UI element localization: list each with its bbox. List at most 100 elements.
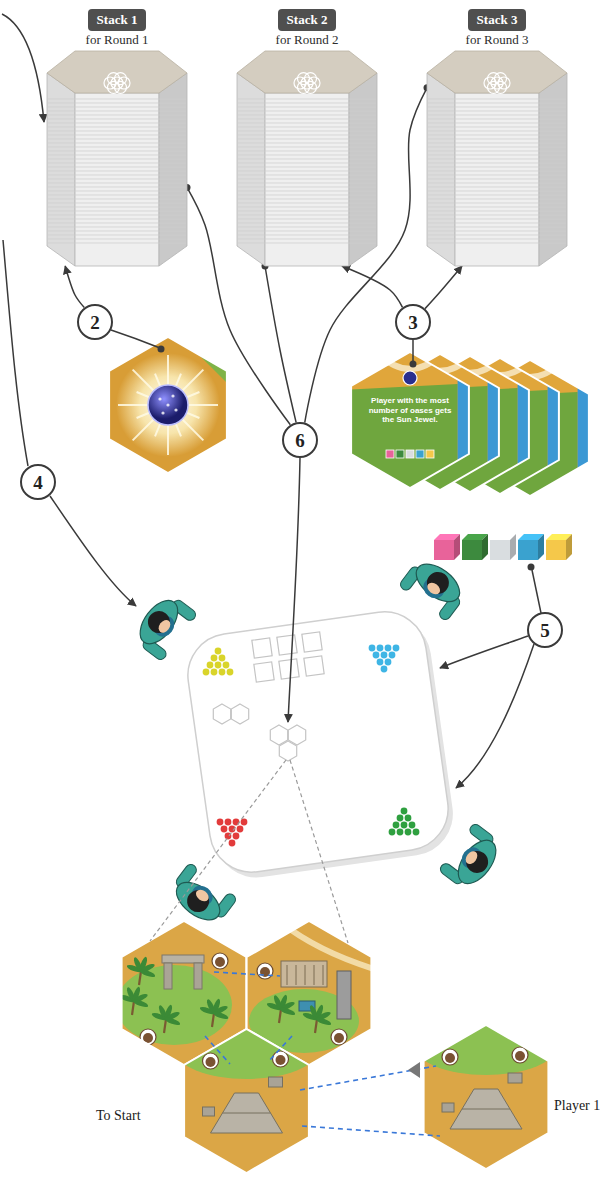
leader-dot <box>158 346 165 353</box>
rock <box>203 1107 215 1116</box>
portrait-frame <box>257 963 273 979</box>
tile-space <box>231 704 248 724</box>
leader-lines <box>2 14 541 788</box>
stack-stripe <box>428 191 566 192</box>
stack-stripe <box>48 135 186 136</box>
card-space <box>277 635 297 655</box>
callout-number-text: 2 <box>90 313 100 332</box>
player-cube <box>546 534 572 560</box>
stack-face <box>349 73 377 266</box>
pawn <box>389 829 396 836</box>
rock <box>269 1077 283 1087</box>
pawn <box>405 829 412 836</box>
rock <box>442 1103 454 1112</box>
palm-tree <box>151 1004 181 1033</box>
callout-number-text: 3 <box>408 313 418 332</box>
mini-cube <box>396 450 404 458</box>
match-line <box>268 1036 292 1062</box>
flower-mark <box>488 73 500 85</box>
pyramid <box>211 1093 283 1133</box>
stack-stripe <box>48 143 186 144</box>
stack-face <box>427 73 455 266</box>
leader-line <box>456 644 534 788</box>
pawn <box>393 822 400 829</box>
pawn <box>241 819 248 826</box>
stack-stripe <box>48 195 186 196</box>
callout-number: 6 <box>282 422 318 458</box>
leader-dot <box>528 564 535 571</box>
stack-stripe <box>48 231 186 232</box>
player-cube <box>518 534 544 560</box>
palm-trunk <box>139 971 141 985</box>
stack-stripe <box>48 103 186 104</box>
mini-cube <box>386 450 394 458</box>
stack-stripe <box>428 227 566 228</box>
jewel-icon <box>403 371 417 385</box>
cube-side <box>510 534 516 560</box>
leader-connector <box>425 266 462 309</box>
stack-stripe <box>48 127 186 128</box>
player-hair <box>462 847 493 878</box>
stack-stripe <box>428 171 566 172</box>
tile-spaces <box>213 704 305 761</box>
stack-stripe <box>48 235 186 236</box>
stack-stripe <box>238 183 376 184</box>
pawn <box>385 645 392 652</box>
pawn <box>381 666 388 673</box>
stack-top <box>47 51 187 93</box>
stack-stripe <box>238 159 376 160</box>
stack-stripe <box>428 143 566 144</box>
stack-stripe <box>48 183 186 184</box>
tile-edge <box>184 1029 309 1173</box>
pawn-set <box>389 808 420 836</box>
stack-stripe <box>428 231 566 232</box>
stack-stripe <box>48 187 186 188</box>
player-face <box>156 618 172 635</box>
pawn <box>229 840 236 847</box>
jewel <box>148 385 188 425</box>
temple <box>281 961 327 987</box>
water-strip <box>548 358 609 494</box>
pawn <box>227 669 234 676</box>
stack-top <box>237 51 377 93</box>
temple-column <box>323 965 324 985</box>
jewel-sparkle <box>171 394 174 397</box>
stack-stripe <box>48 179 186 180</box>
temple-column <box>287 965 288 985</box>
pyramid <box>450 1089 522 1129</box>
portrait-frame <box>273 1051 289 1067</box>
pawn <box>233 833 240 840</box>
stack-stripe <box>238 151 376 152</box>
stack-stripe <box>428 211 566 212</box>
sun-jewel-tile <box>109 332 241 473</box>
seated-player <box>438 822 506 894</box>
stack-stripe <box>238 195 376 196</box>
callout-number: 3 <box>395 304 431 340</box>
jewel-sparkle <box>158 397 161 400</box>
pawn <box>233 819 240 826</box>
stack-stripe <box>48 123 186 124</box>
pawn <box>225 819 232 826</box>
pawn <box>203 669 210 676</box>
tile-space <box>279 741 296 761</box>
stack-stripe <box>238 231 376 232</box>
stack-stripe <box>238 155 376 156</box>
temple-column <box>296 965 297 985</box>
jewel-sparkle <box>161 411 164 414</box>
stack-face <box>159 73 187 266</box>
stack-stripe <box>48 147 186 148</box>
stack-stripe <box>428 199 566 200</box>
cube-front <box>490 540 510 560</box>
tile-edge <box>351 352 469 488</box>
stack-stripe <box>238 243 376 244</box>
match-line <box>302 1126 440 1136</box>
stack-stripe <box>238 119 376 120</box>
stack-stripe <box>238 175 376 176</box>
pawn <box>381 652 388 659</box>
palm-leaf <box>212 1010 229 1020</box>
portrait-face <box>215 957 225 967</box>
cube-front <box>434 540 454 560</box>
pawn <box>413 829 420 836</box>
grass-area <box>116 965 232 1045</box>
tile-stack: Stack 1for Round 1 <box>47 4 187 266</box>
